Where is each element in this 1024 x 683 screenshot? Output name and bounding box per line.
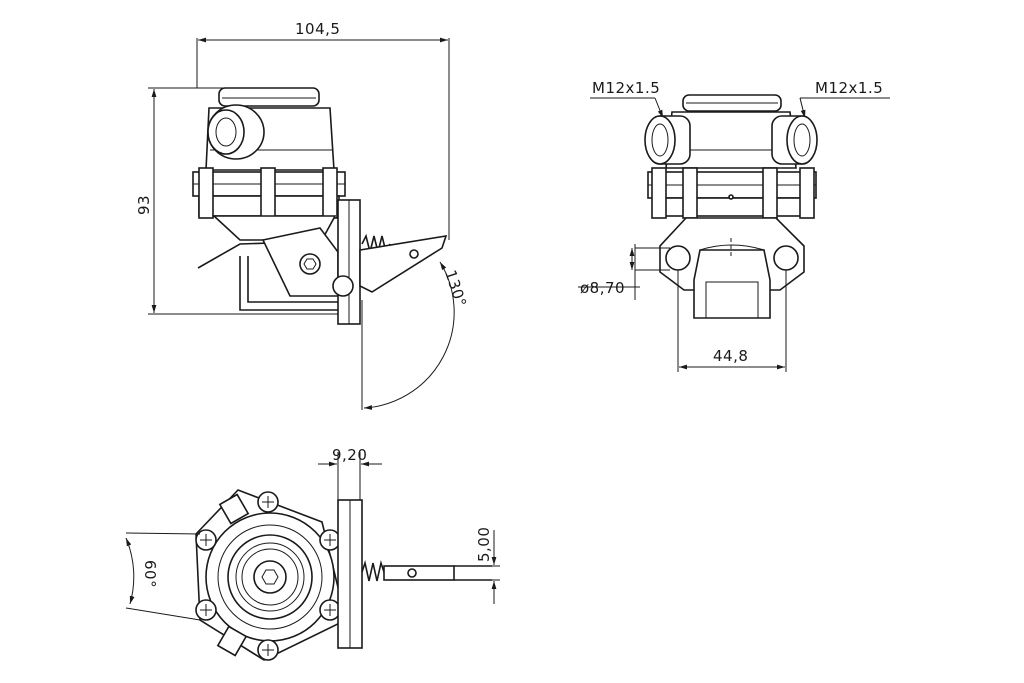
screw-1 <box>257 491 279 513</box>
bottom-view: 9,20 5,00 <box>125 446 500 661</box>
side-view: 104,5 93 <box>135 20 470 410</box>
dim-flange-thickness: 9,20 <box>332 446 367 464</box>
screw-2 <box>195 529 217 551</box>
dim-lever-angle: 130° <box>441 268 470 310</box>
label-thread-right: M12x1.5 <box>815 79 883 97</box>
screw-6 <box>257 639 279 661</box>
dim-hole-diameter: ø8,70 <box>580 279 625 297</box>
dim-lever-offset: 5,00 <box>475 527 493 562</box>
label-thread-left: M12x1.5 <box>592 79 660 97</box>
dim-overall-height: 93 <box>135 195 153 215</box>
dim-overall-width: 104,5 <box>295 20 340 38</box>
dim-mount-spacing: 44,8 <box>713 347 748 365</box>
screw-3 <box>319 529 341 551</box>
screw-5 <box>319 599 341 621</box>
front-view: M12x1.5 M12x1.5 <box>578 79 890 372</box>
dim-bottom-angle: 60° <box>141 560 159 588</box>
screw-4 <box>195 599 217 621</box>
